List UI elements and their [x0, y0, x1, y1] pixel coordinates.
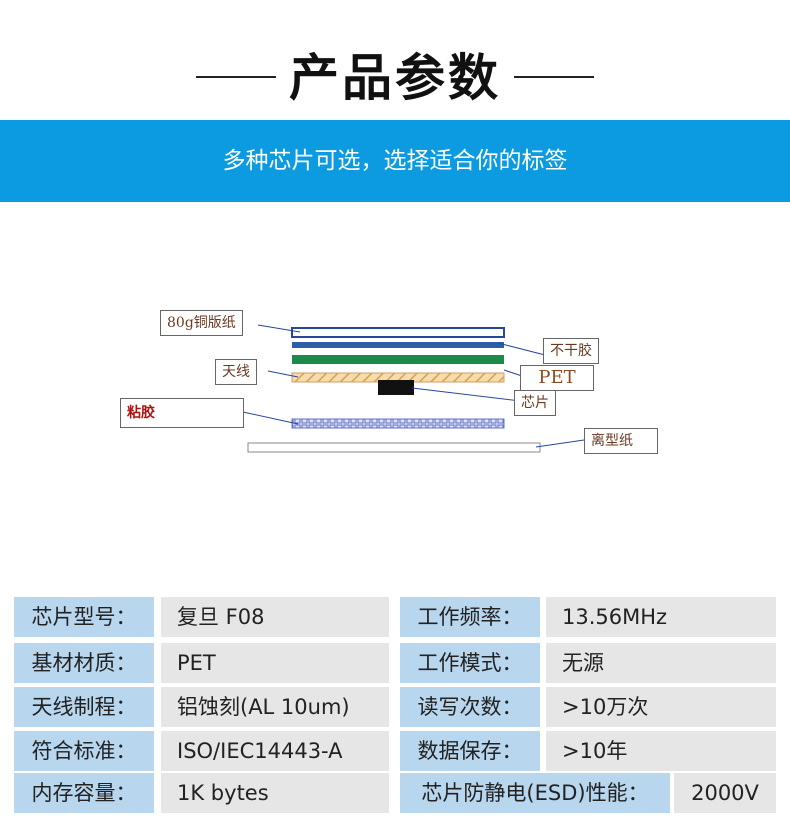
spec-value: 1K bytes [161, 773, 389, 813]
label-self-adhesive: 不干胶 [543, 338, 599, 364]
table-row: 芯片型号： 复旦 F08 工作频率： 13.56MHz [14, 597, 776, 637]
spec-key: 芯片型号： [14, 597, 154, 637]
label-glue: 粘胶 [120, 398, 244, 428]
spec-key: 符合标准： [14, 731, 154, 771]
spec-value: ISO/IEC14443-A [161, 731, 389, 771]
title-right-line [514, 76, 594, 78]
spec-key: 天线制程： [14, 687, 154, 727]
paper-layer [291, 327, 505, 338]
spec-value: >10年 [546, 731, 776, 771]
table-row: 内存容量： 1K bytes 芯片防静电(ESD)性能： 2000V [14, 773, 776, 813]
spec-key: 工作频率： [400, 597, 540, 637]
release-layer [247, 442, 541, 453]
glue-layer [291, 418, 505, 429]
leader-lines [242, 324, 585, 448]
spec-value: 铝蚀刻(AL 10um) [161, 687, 389, 727]
title-left-line [196, 76, 276, 78]
spec-value: 13.56MHz [546, 597, 776, 637]
banner: 多种芯片可选，选择适合你的标签 [0, 120, 790, 202]
title-section: 产品参数 [0, 0, 790, 120]
layer-diagram-svg [242, 324, 585, 453]
banner-text: 多种芯片可选，选择适合你的标签 [222, 148, 568, 174]
spec-key: 读写次数： [400, 687, 540, 727]
spec-key: 工作模式： [400, 643, 540, 683]
page-title: 产品参数 [289, 49, 501, 107]
spec-key: 内存容量： [14, 773, 154, 813]
spec-value: >10万次 [546, 687, 776, 727]
layer-diagram: 80g铜版纸 不干胶 天线 PET 芯片 粘胶 离型纸 [0, 280, 790, 480]
spec-value: PET [161, 643, 389, 683]
label-release-paper: 离型纸 [584, 428, 658, 454]
spec-value: 2000V [674, 773, 776, 813]
spec-key: 基材材质： [14, 643, 154, 683]
chip-block [378, 380, 414, 395]
table-row: 天线制程： 铝蚀刻(AL 10um) 读写次数： >10万次 [14, 687, 776, 727]
spec-key: 芯片防静电(ESD)性能： [400, 773, 670, 813]
adhesive-layer [292, 342, 504, 348]
table-row: 基材材质： PET 工作模式： 无源 [14, 643, 776, 683]
label-antenna: 天线 [215, 359, 257, 385]
table-row: 符合标准： ISO/IEC14443-A 数据保存： >10年 [14, 731, 776, 771]
spec-value: 无源 [546, 643, 776, 683]
spec-key: 数据保存： [400, 731, 540, 771]
label-coated-paper: 80g铜版纸 [160, 310, 243, 336]
label-pet: PET [520, 365, 594, 391]
spec-value: 复旦 F08 [161, 597, 389, 637]
pet-layer [292, 355, 504, 364]
label-chip: 芯片 [514, 390, 556, 416]
